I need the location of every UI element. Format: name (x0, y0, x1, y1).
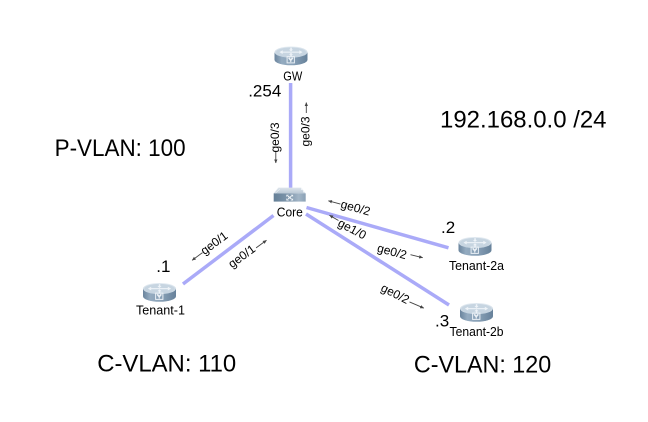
svg-text:.3: .3 (435, 312, 449, 331)
svg-text:ge0/2: ge0/2 (376, 241, 409, 262)
svg-text:ge0/2: ge0/2 (339, 197, 372, 219)
svg-text:.2: .2 (441, 218, 455, 237)
svg-text:P-VLAN: 100: P-VLAN: 100 (55, 135, 186, 162)
svg-text:Tenant-1: Tenant-1 (136, 303, 185, 318)
svg-text:GW: GW (283, 68, 303, 83)
svg-text:ge0/2: ge0/2 (379, 281, 412, 307)
svg-text:192.168.0.0 /24: 192.168.0.0 /24 (440, 107, 607, 134)
svg-text:ge0/3: ge0/3 (299, 116, 313, 146)
svg-text:Tenant-2a: Tenant-2a (449, 258, 505, 273)
svg-text:C-VLAN: 120: C-VLAN: 120 (414, 351, 551, 378)
svg-text:ge0/3: ge0/3 (268, 122, 282, 152)
svg-text:.1: .1 (156, 257, 170, 276)
svg-text:Tenant-2b: Tenant-2b (450, 324, 504, 339)
svg-text:.254: .254 (248, 82, 281, 101)
svg-text:Core: Core (277, 205, 303, 220)
svg-text:C-VLAN: 110: C-VLAN: 110 (97, 351, 236, 378)
